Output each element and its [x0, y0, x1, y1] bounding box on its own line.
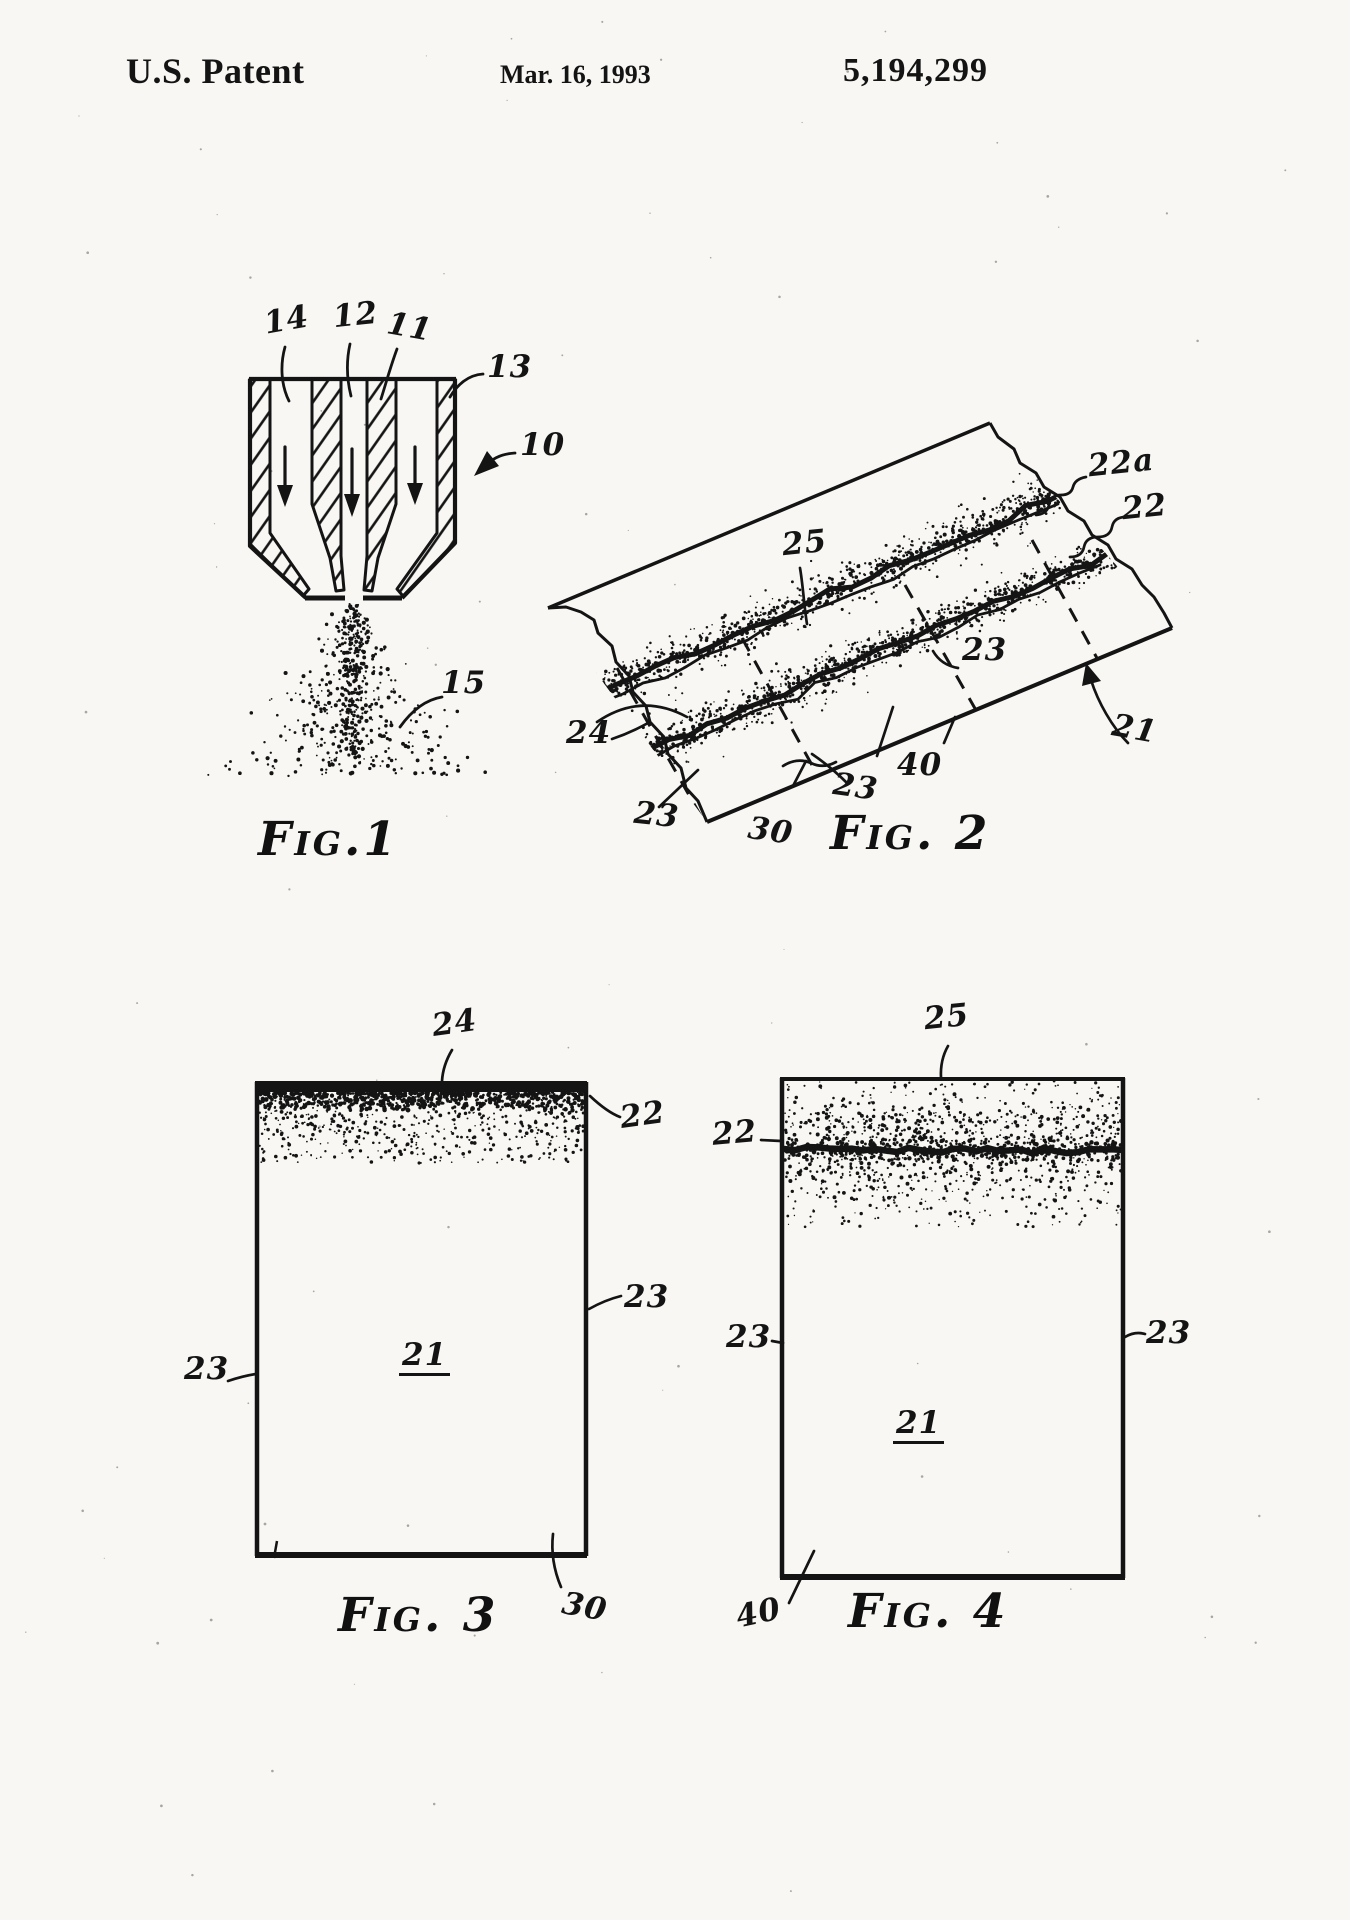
ref-label-22a: 22a	[1086, 441, 1156, 485]
ref-label-12: 12	[331, 294, 380, 336]
spray-band-fig3	[259, 1092, 584, 1165]
patent-number: 5,194,299	[843, 52, 988, 89]
ref-label-25: 25	[922, 996, 971, 1038]
ref-label-25: 25	[780, 522, 829, 564]
ref-label-30: 30	[559, 1585, 610, 1629]
fig3-leader-lines	[226, 1048, 623, 1589]
fig4-drawing	[759, 1044, 1147, 1605]
fig2-leader-lines	[595, 475, 1130, 809]
pointer-arrowhead-10	[474, 451, 499, 476]
bottom-tick	[272, 1540, 279, 1559]
spray-band-top-bar	[258, 1083, 586, 1092]
patent-title: U.S. Patent	[126, 51, 305, 91]
ref-label-23: 23	[726, 1319, 772, 1355]
nozzle-wall-midleft	[310, 377, 346, 593]
sheet3-outline	[254, 1081, 589, 1558]
ref-label-23: 23	[830, 766, 881, 808]
ref-label-10: 10	[520, 427, 566, 463]
nozzle-wall-midright	[362, 377, 398, 593]
fig4-caption: Fig. 4	[848, 1584, 1009, 1639]
ref-label-23: 23	[1146, 1315, 1192, 1351]
fig2-caption: Fig. 2	[830, 806, 991, 861]
ref-label-13: 13	[487, 349, 533, 385]
ref-label-22: 22	[1120, 486, 1169, 528]
stripe-core-lines	[594, 489, 1111, 759]
fig1-drawing	[207, 342, 517, 778]
fig3-drawing	[226, 1048, 623, 1589]
fig2-drawing	[547, 421, 1174, 824]
ref-label-23: 23	[962, 632, 1008, 668]
ref-label-22: 22	[710, 1113, 759, 1153]
ref-label-14: 14	[261, 298, 312, 342]
sheet4-outline	[779, 1077, 1126, 1580]
ref-label-30: 30	[745, 810, 796, 852]
ref-label-24: 24	[429, 1002, 480, 1044]
ref-label-23: 23	[632, 794, 681, 836]
ref-label-15: 15	[441, 665, 487, 701]
ref-label-21: 21	[399, 1338, 451, 1377]
fig1-leader-lines	[280, 342, 517, 729]
flow-arrows	[277, 445, 423, 517]
cut-lines	[615, 539, 1100, 819]
ref-label-23: 23	[624, 1279, 670, 1315]
stripe-core-fig4	[784, 1143, 1123, 1158]
ref-label-11: 11	[384, 305, 435, 349]
ref-label-21: 21	[1109, 707, 1160, 751]
nozzle-body	[247, 376, 458, 601]
pointer-arrowhead-21	[1082, 663, 1101, 686]
ref-label-24: 24	[566, 715, 612, 751]
ref-label-21: 21	[893, 1406, 945, 1445]
ref-label-40: 40	[897, 747, 943, 783]
fig1-caption: Fig.1	[258, 812, 400, 867]
patent-date: Mar. 16, 1993	[500, 60, 651, 89]
sheet-outline	[547, 421, 1174, 824]
fig3-caption: Fig. 3	[338, 1588, 499, 1643]
fig4-leader-lines	[759, 1044, 1147, 1605]
ref-label-23: 23	[184, 1351, 230, 1387]
